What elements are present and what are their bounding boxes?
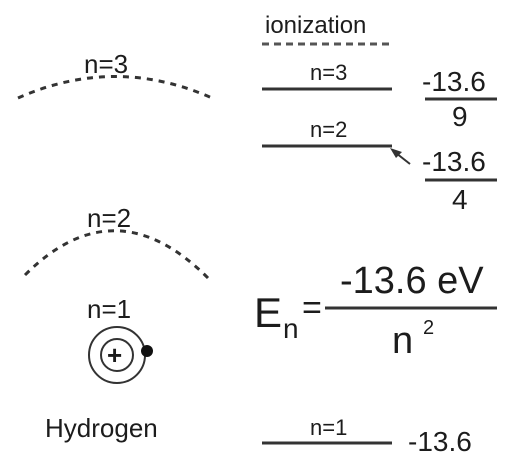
nucleus-plus-sign: +: [107, 340, 123, 370]
formula-subscript-n: n: [283, 313, 299, 344]
formula-denominator-exponent: 2: [423, 317, 435, 339]
formula-energy-symbol: E: [254, 289, 283, 336]
orbit-arc-n2: [23, 229, 210, 280]
orbit-label-n3: n=3: [84, 49, 129, 79]
level-n3-label: n=3: [310, 60, 348, 85]
atom-label-hydrogen: Hydrogen: [45, 413, 158, 443]
orbit-label-n1: n=1: [87, 294, 132, 324]
formula-numerator: -13.6 eV: [340, 260, 484, 302]
level-n1-energy: -13.6: [408, 426, 472, 457]
orbit-label-n2: n=2: [87, 203, 132, 233]
ionization-label: ionization: [265, 12, 367, 39]
level-n3-energy-denominator: 9: [452, 101, 468, 132]
level-n1-label: n=1: [310, 415, 348, 440]
formula-equals-sign: =: [302, 289, 322, 327]
level-n2-label: n=2: [310, 117, 348, 142]
level-n3-energy-numerator: -13.6: [422, 66, 486, 97]
electron-dot: [141, 345, 153, 357]
level-n2-energy-numerator: -13.6: [422, 146, 486, 177]
arrow-head: [390, 148, 402, 158]
formula-denominator-n: n: [392, 320, 414, 362]
level-n2-energy-denominator: 4: [452, 184, 468, 215]
nucleus-circle: [100, 338, 134, 372]
orbit-arc-n3: [17, 75, 213, 100]
